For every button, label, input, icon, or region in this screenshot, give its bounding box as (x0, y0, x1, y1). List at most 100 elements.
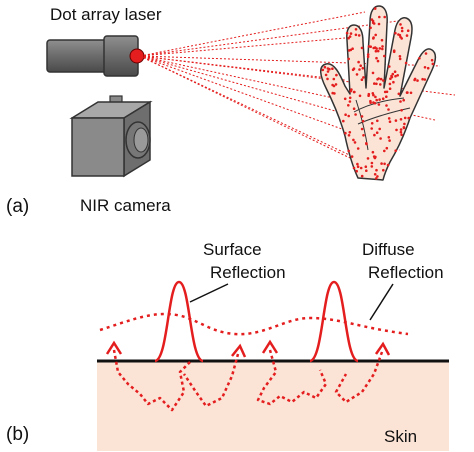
laser-dot (383, 15, 387, 19)
diffuse-reflection-label-line2: Reflection (368, 263, 444, 282)
laser-dot (397, 92, 401, 96)
laser-dot (358, 68, 361, 71)
laser-dot (362, 76, 365, 79)
laser-dot (399, 23, 402, 26)
laser-dot (372, 101, 375, 104)
laser-dot (358, 94, 362, 98)
surface-reflection-pointer (189, 283, 229, 303)
laser-dot (326, 70, 330, 73)
panel-b-label: (b) (6, 424, 30, 445)
laser-dot (373, 173, 377, 176)
laser-dot (353, 141, 357, 144)
laser-dot (356, 162, 359, 166)
diffuse-reflection-label-line1: Diffuse (362, 240, 415, 259)
laser-dot (343, 97, 347, 101)
laser-dot (331, 83, 334, 87)
scattering-arrowheads (105, 339, 391, 358)
laser-dot (370, 18, 374, 21)
laser-dot (366, 157, 370, 160)
laser-dot (370, 165, 374, 168)
laser-dot (424, 52, 428, 55)
laser-dot (397, 33, 400, 36)
laser-dot (344, 131, 347, 135)
laser-dot (378, 47, 382, 50)
laser-dot (355, 73, 359, 76)
laser-dot (396, 74, 400, 77)
laser-dot (399, 100, 402, 103)
laser-dot (348, 35, 352, 38)
laser-dot (360, 115, 364, 118)
laser-dot (360, 46, 364, 50)
laser-dot (366, 53, 370, 56)
laser-dot (374, 33, 378, 37)
laser-dot (321, 68, 325, 72)
laser-dot (347, 149, 351, 153)
laser-dot (395, 128, 398, 132)
laser-dot (357, 60, 360, 64)
laser-dot (347, 114, 351, 118)
laser-dot (347, 49, 351, 52)
laser-dot (344, 113, 347, 116)
laser-dot (383, 162, 386, 166)
laser-dot (349, 89, 353, 93)
laser-dot (369, 26, 372, 30)
laser-dot (379, 77, 383, 81)
surface-reflection-peak-2 (309, 280, 359, 363)
laser-dot (393, 70, 397, 73)
laser-dot (394, 149, 398, 152)
laser-dot (347, 104, 350, 107)
laser-dot (392, 50, 396, 54)
camera-label: NIR camera (80, 196, 171, 215)
laser-dot (357, 34, 361, 37)
laser-dot (376, 59, 380, 63)
laser-dot (398, 57, 402, 61)
laser-dot (326, 77, 329, 81)
laser-dot (378, 127, 382, 131)
laser-dot (375, 168, 378, 172)
laser-dot (345, 31, 349, 35)
subsurface-scattering-paths (112, 349, 384, 412)
laser-dot (392, 80, 395, 84)
laser-dot (354, 28, 358, 31)
laser-dot (390, 74, 393, 78)
laser-dot (347, 57, 351, 61)
laser-dot (388, 87, 392, 90)
laser-dot (370, 161, 374, 165)
laser-dot (373, 46, 377, 49)
laser-dot (374, 49, 378, 53)
laser-dot (374, 155, 377, 159)
laser-dot (359, 64, 363, 67)
laser-beams (139, 11, 456, 176)
laser-dot (348, 100, 352, 103)
laser-dot (418, 57, 421, 60)
laser-dot (367, 92, 371, 96)
laser-dot (331, 67, 334, 70)
laser-dot (375, 98, 379, 102)
laser-dot (375, 82, 378, 86)
laser-dot (400, 29, 404, 33)
laser-dot (386, 163, 390, 167)
hand (320, 5, 437, 181)
laser-dot (377, 22, 381, 26)
laser-dot (352, 90, 356, 94)
laser-dot (348, 96, 352, 100)
laser-dot (399, 118, 403, 121)
laser-dot (416, 79, 419, 82)
laser-dot (382, 168, 385, 172)
laser-dot (360, 174, 364, 178)
laser-dot (405, 34, 409, 37)
laser-dot (371, 150, 375, 154)
laser-dot (421, 77, 424, 81)
laser-dot (334, 83, 338, 86)
laser-dot (423, 78, 427, 81)
laser-dot (347, 134, 351, 137)
laser-dot (356, 165, 360, 168)
laser-dot (388, 82, 392, 86)
laser-dot (369, 45, 373, 48)
diffuse-reflection-pointer (369, 283, 394, 321)
laser-dot (400, 133, 403, 137)
laser-dot (385, 95, 388, 98)
laser-dot (406, 29, 410, 32)
laser-dot (403, 116, 407, 120)
